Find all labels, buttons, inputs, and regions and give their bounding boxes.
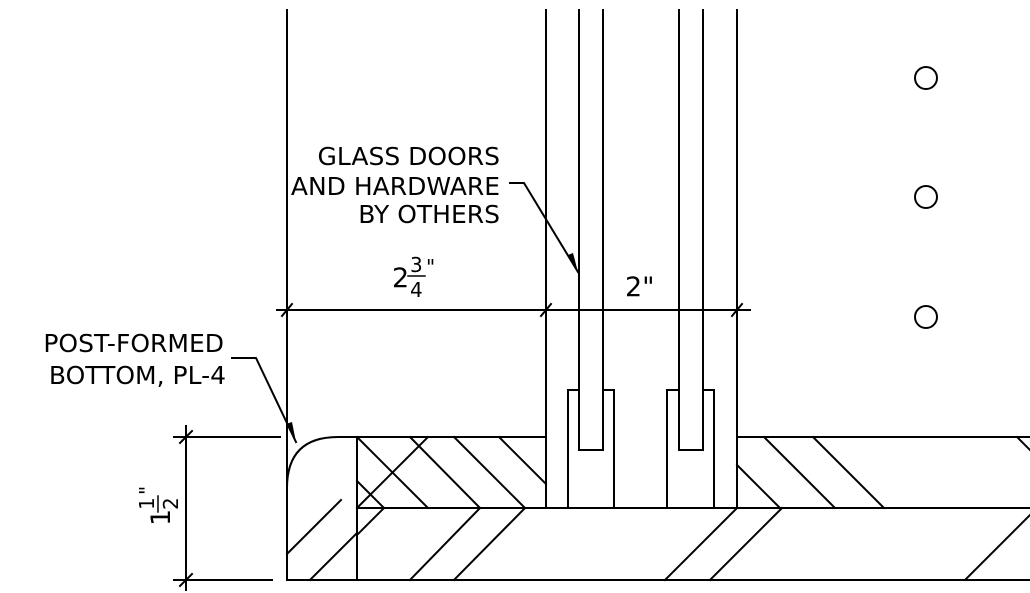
dim-base-width-whole: 2 [392,263,409,294]
callout-post-formed-line1: POST-FORMED [43,329,224,358]
leader-arrowhead [286,422,296,442]
callout-glass-doors-line2: AND HARDWARE [291,172,500,201]
callout-glass-doors-line3: BY OTHERS [358,200,500,229]
dim-base-width-unit: " [426,255,435,279]
dimension-base-width [276,302,751,318]
glass-door-left [545,9,615,509]
dim-base-width-numerator: 3 [410,253,423,277]
leader-arrowhead [568,253,578,272]
dimension-thickness [173,425,281,591]
post-formed-bottom [285,435,1030,582]
dim-thickness-unit: " [135,486,159,495]
callout-glass-doors-line1: GLASS DOORS [317,142,500,171]
shelf-pin-hole [914,66,938,90]
dim-door-gap: 2" [625,272,655,303]
shelf-pin-hole [914,185,938,209]
callout-post-formed-line2: BOTTOM, PL-4 [49,361,226,390]
dim-thickness-numerator: 1 [135,497,159,510]
dim-thickness-whole: 1 [146,509,177,526]
dim-base-width-denominator: 4 [410,278,423,302]
leader-glass-doors [509,182,580,274]
dim-thickness-denominator: 2 [159,497,183,510]
leader-post-formed [231,357,298,444]
shelf-pin-hole [914,305,938,329]
glass-door-right [666,9,738,509]
